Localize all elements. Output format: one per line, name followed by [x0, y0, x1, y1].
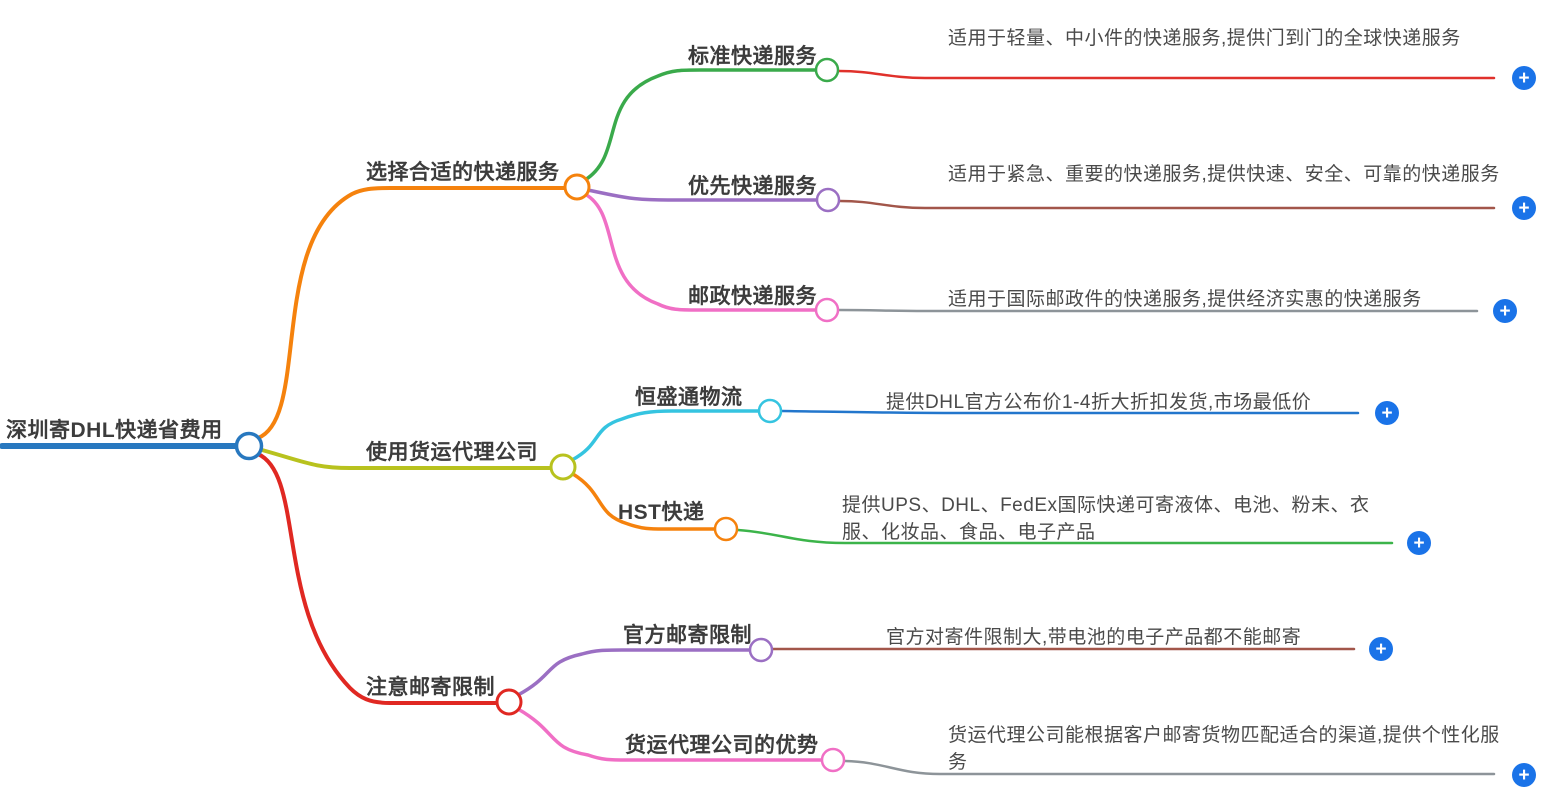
add-node-button[interactable]: +	[1512, 763, 1536, 787]
connector	[838, 199, 1496, 210]
connector	[736, 528, 1394, 545]
connector	[571, 472, 717, 531]
connector	[583, 192, 824, 312]
add-node-button[interactable]: +	[1369, 637, 1393, 661]
branch-node-label[interactable]: 选择合适的快递服务	[366, 161, 560, 184]
connector	[780, 409, 1360, 415]
root-node-label[interactable]: 深圳寄DHL快递省费用	[6, 419, 223, 442]
collapse-handle[interactable]	[549, 453, 577, 481]
connector	[260, 448, 562, 470]
connector	[256, 186, 576, 440]
desc-node-label[interactable]: 官方对寄件限制大,带电池的电子产品都不能邮寄	[886, 627, 1302, 648]
branch-node-label[interactable]: 使用货运代理公司	[366, 441, 538, 464]
collapse-handle[interactable]	[713, 516, 739, 542]
desc-node-label[interactable]: 适用于紧急、重要的快递服务,提供快速、安全、可靠的快递服务	[948, 164, 1500, 185]
add-node-button[interactable]: +	[1375, 401, 1399, 425]
add-node-button[interactable]: +	[1407, 531, 1431, 555]
desc-node-label[interactable]: 提供DHL官方公布价1-4折大折扣发货,市场最低价	[886, 392, 1312, 413]
connector	[516, 648, 758, 697]
collapse-handle[interactable]	[748, 637, 774, 663]
desc-node-label[interactable]: 适用于轻量、中小件的快递服务,提供门到门的全球快递服务	[948, 28, 1461, 49]
child-node-label[interactable]: 标准快递服务	[688, 45, 817, 68]
desc-node-label[interactable]: 适用于国际邮政件的快递服务,提供经济实惠的快递服务	[948, 289, 1422, 310]
desc-node-label[interactable]: 提供UPS、DHL、FedEx国际快递可寄液体、电池、粉末、衣服、化妆品、食品、…	[842, 495, 1370, 543]
connector	[256, 452, 508, 705]
collapse-handle-root[interactable]	[234, 431, 264, 461]
collapse-handle[interactable]	[757, 398, 783, 424]
desc-node-label[interactable]: 货运代理公司能根据客户邮寄货物匹配适合的渠道,提供个性化服务	[948, 725, 1500, 773]
branch-node-label[interactable]: 注意邮寄限制	[366, 676, 495, 699]
connector	[570, 409, 769, 462]
child-node-label[interactable]: 货运代理公司的优势	[625, 734, 819, 757]
connector	[516, 707, 832, 762]
collapse-handle[interactable]	[815, 187, 841, 213]
child-node-label[interactable]: 官方邮寄限制	[623, 624, 752, 647]
collapse-handle[interactable]	[814, 297, 840, 323]
child-node-label[interactable]: HST快递	[618, 501, 705, 524]
connector	[837, 69, 1496, 80]
add-node-button[interactable]: +	[1493, 299, 1517, 323]
add-node-button[interactable]: +	[1512, 196, 1536, 220]
connector	[583, 68, 824, 182]
collapse-handle[interactable]	[563, 173, 591, 201]
connector	[586, 188, 826, 202]
collapse-handle[interactable]	[495, 688, 523, 716]
child-node-label[interactable]: 恒盛通物流	[635, 386, 743, 409]
connector	[837, 308, 1479, 313]
add-node-button[interactable]: +	[1512, 66, 1536, 90]
collapse-handle[interactable]	[814, 57, 840, 83]
connector	[843, 759, 1496, 776]
child-node-label[interactable]: 优先快递服务	[688, 175, 817, 198]
collapse-handle[interactable]	[820, 747, 846, 773]
child-node-label[interactable]: 邮政快递服务	[688, 285, 817, 308]
